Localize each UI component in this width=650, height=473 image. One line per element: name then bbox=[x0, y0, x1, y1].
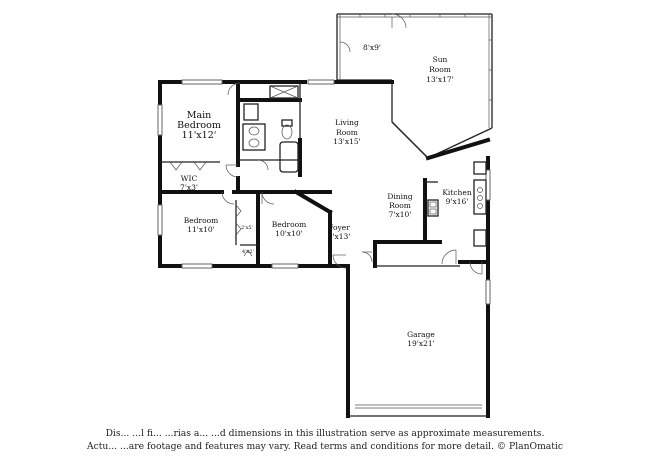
dining-room-name-1: Dining bbox=[387, 192, 412, 201]
dining-room-name-2: Room bbox=[389, 201, 411, 210]
windows bbox=[157, 79, 491, 269]
closet-a-size: 2'x5' bbox=[241, 225, 253, 231]
foyer-name: Foyer bbox=[328, 223, 350, 232]
room-labels: 8'x9' Sun Room 13'x17' Main Bedroom 11'x… bbox=[177, 43, 472, 348]
bedroom-3-name: Bedroom bbox=[272, 220, 306, 229]
disclaimer-line-2: Actu... ...are footage and features may … bbox=[86, 441, 564, 452]
kitchen-name: Kitchen bbox=[442, 188, 471, 197]
living-room-size: 13'x15' bbox=[333, 137, 360, 146]
living-room-name-1: Living bbox=[335, 118, 359, 127]
garage-size: 19'x21' bbox=[407, 339, 434, 348]
sun-room-name-2: Room bbox=[429, 65, 451, 74]
bath-fixtures bbox=[242, 85, 299, 173]
bedroom-2-size: 11'x10' bbox=[187, 225, 214, 234]
main-bedroom-name-2: Bedroom bbox=[177, 120, 221, 131]
bedroom-2-name: Bedroom bbox=[184, 216, 218, 225]
dining-room-size: 7'x10' bbox=[389, 210, 412, 219]
foyer-size: 7'x13' bbox=[328, 232, 351, 241]
disclaimer: Dis... ...l fi... ...rias a... ...d dime… bbox=[0, 427, 650, 453]
sun-room-size: 13'x17' bbox=[426, 75, 453, 84]
living-room-name-2: Room bbox=[336, 128, 358, 137]
wic-size: 7'x3' bbox=[180, 183, 198, 192]
disclaimer-line-1: Dis... ...l fi... ...rias a... ...d dime… bbox=[105, 428, 545, 439]
main-bedroom-size: 11'x12' bbox=[182, 130, 217, 141]
closet-b-size: 4'x2' bbox=[242, 249, 254, 255]
kitchen-size: 9'x16' bbox=[446, 197, 469, 206]
kitchen-fixtures bbox=[427, 161, 487, 247]
garage-walls bbox=[346, 253, 491, 418]
porch-size: 8'x9' bbox=[363, 43, 381, 52]
garage-name: Garage bbox=[407, 330, 435, 339]
wic-name: WIC bbox=[181, 174, 198, 183]
interior-walls bbox=[158, 80, 442, 268]
doors bbox=[169, 82, 483, 275]
main-bedroom-name-1: Main bbox=[187, 110, 212, 121]
bedroom-3-size: 10'x10' bbox=[275, 229, 302, 238]
sun-room-name-1: Sun bbox=[433, 55, 448, 64]
